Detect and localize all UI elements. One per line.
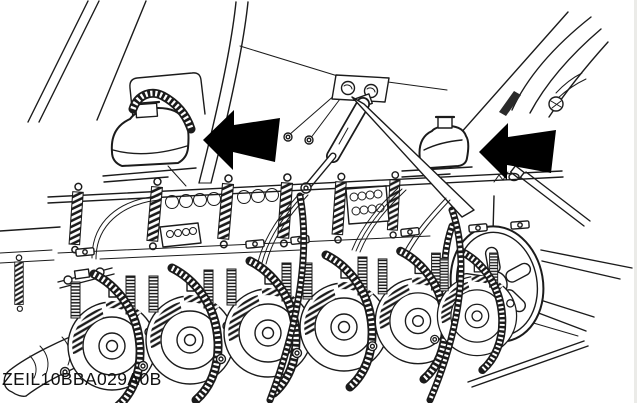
strut-bracket xyxy=(239,45,448,145)
frame-right xyxy=(467,195,633,388)
right-lower-beam xyxy=(493,165,591,227)
frame-top-left xyxy=(27,0,249,184)
foreground-hoses xyxy=(266,192,465,403)
gas-strut xyxy=(300,97,370,194)
frame-beam xyxy=(351,96,475,218)
figure-caption: ZEIL10BBA029A0B xyxy=(2,369,162,389)
hatch-mark xyxy=(499,91,521,116)
frame-top-right xyxy=(427,11,609,171)
left-arrow-icon xyxy=(203,110,280,170)
left-clevis xyxy=(57,267,115,289)
manifold-box xyxy=(345,185,390,225)
left-grease-reservoir xyxy=(102,72,206,187)
right-arrow-icon xyxy=(479,123,556,180)
frame-rail xyxy=(0,170,564,264)
scan-edge xyxy=(634,0,637,403)
hose-coils xyxy=(165,188,279,209)
small-spring xyxy=(14,254,24,312)
row-unit xyxy=(293,255,389,387)
manifold-box-small xyxy=(159,222,202,248)
row-unit xyxy=(217,261,313,393)
handle-bracket xyxy=(129,72,206,119)
bolt-icon xyxy=(340,80,356,96)
right-grease-cup xyxy=(401,115,473,178)
